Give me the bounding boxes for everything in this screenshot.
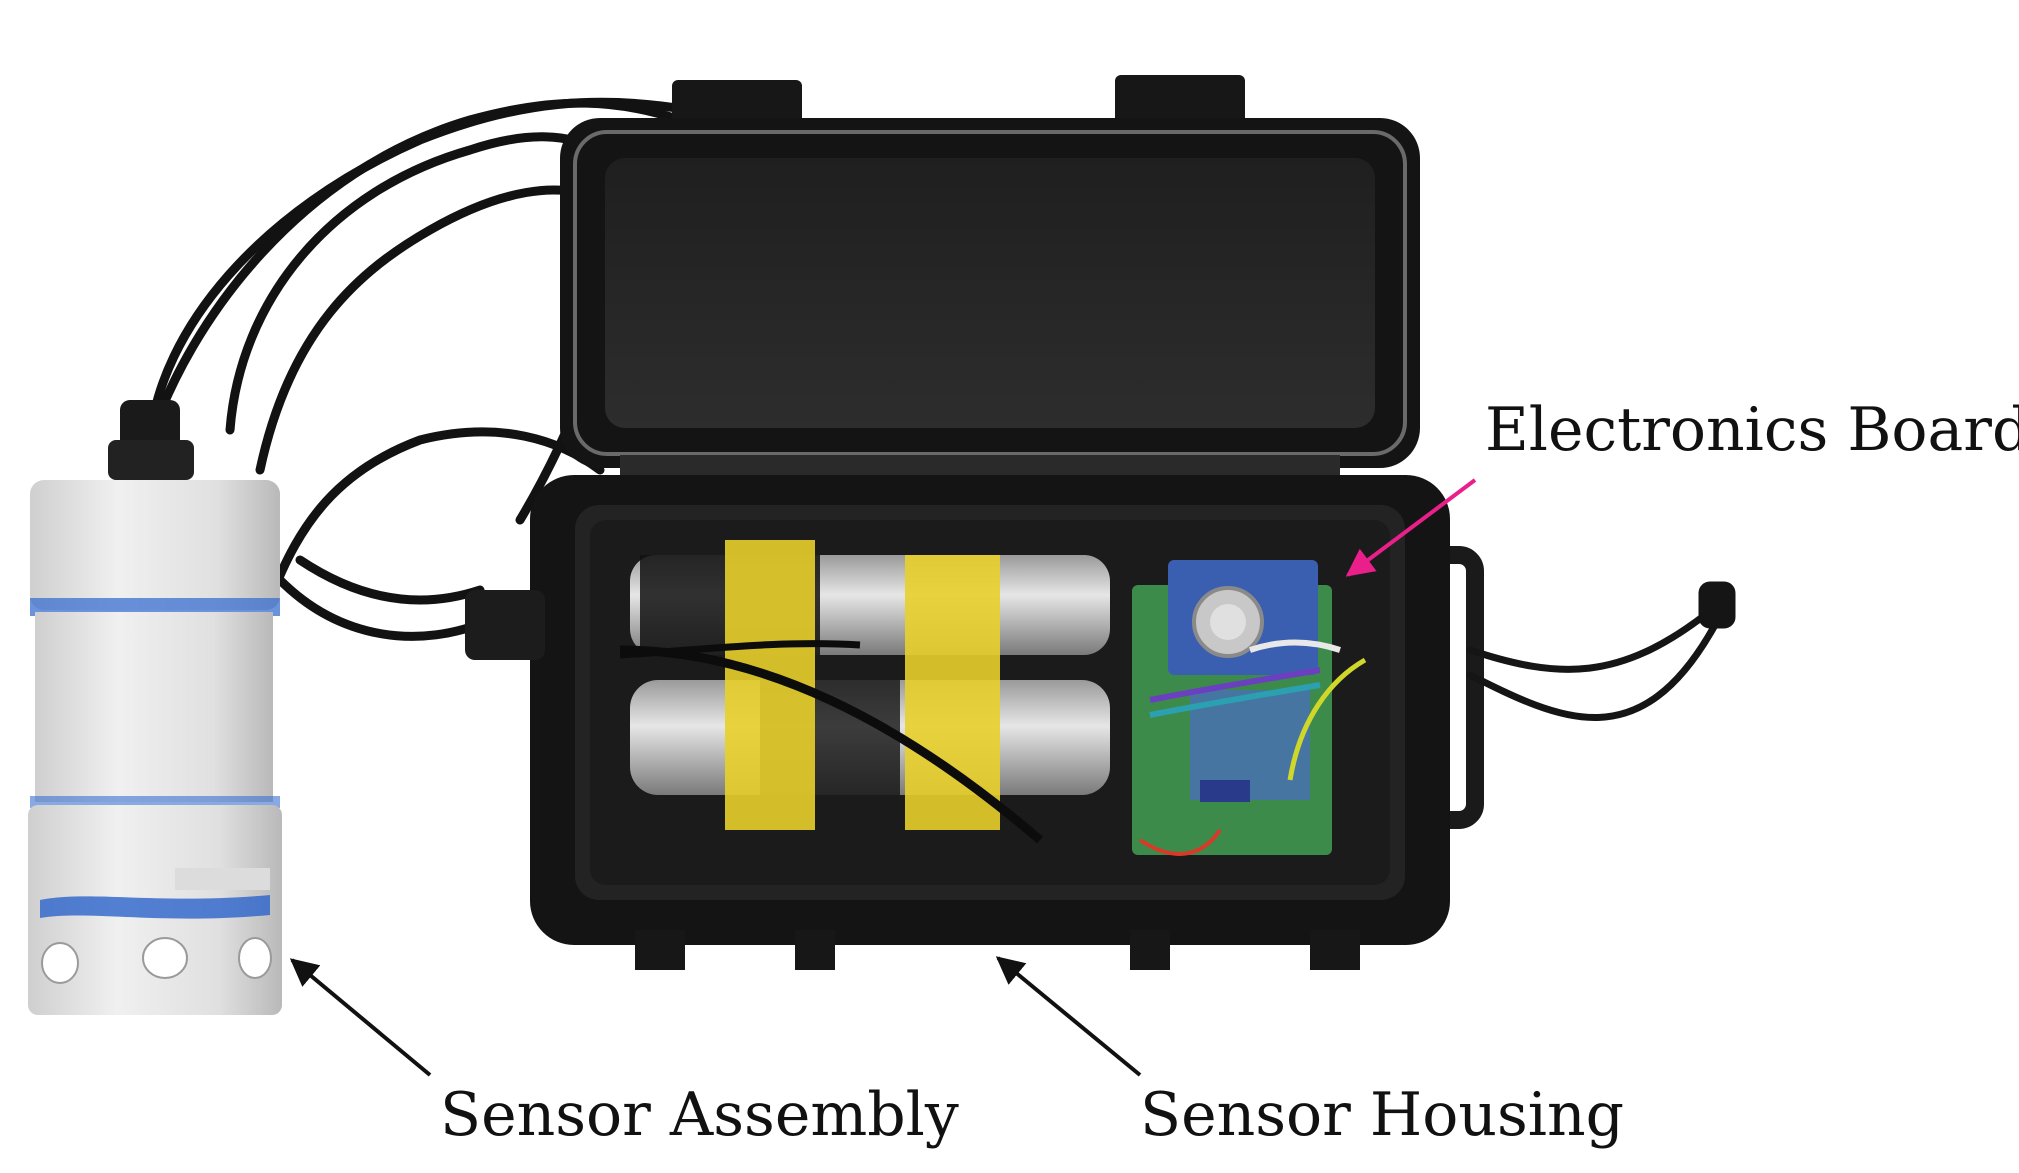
sensor-assembly-label: Sensor Assembly xyxy=(440,1080,959,1150)
electronics-board-label: Electronics Board xyxy=(1485,395,2019,465)
case-lid xyxy=(560,75,1420,479)
sensor-housing-label: Sensor Housing xyxy=(1140,1080,1625,1150)
cables xyxy=(145,97,695,641)
batteries xyxy=(619,540,1110,844)
pointer-arrows xyxy=(289,478,1477,1077)
electronics-board-pointer xyxy=(1345,478,1477,577)
electronics-board-graphic xyxy=(1132,560,1367,856)
sensor-assembly-pointer xyxy=(289,958,432,1077)
lanyard xyxy=(1466,581,1736,722)
sensor-housing-pointer xyxy=(995,956,1142,1077)
sensor-assembly-graphic xyxy=(28,400,282,1015)
